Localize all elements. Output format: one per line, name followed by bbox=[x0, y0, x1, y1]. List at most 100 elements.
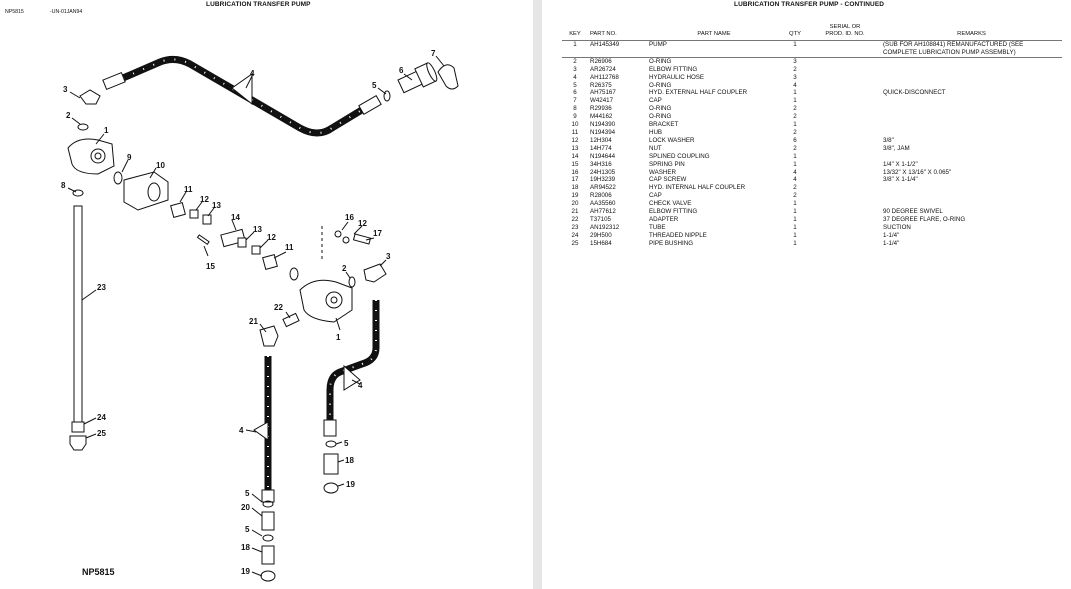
part-number: W42417 bbox=[590, 97, 614, 105]
part-remarks: QUICK-DISCONNECT bbox=[883, 89, 946, 97]
part-qty: 1 bbox=[793, 89, 797, 97]
figure-date-code: -UN-01JAN94 bbox=[50, 9, 83, 15]
part-serial bbox=[809, 56, 881, 66]
hub-11-top bbox=[170, 202, 186, 218]
callout-15: 15 bbox=[206, 262, 215, 271]
part-qty: 3 bbox=[793, 73, 797, 81]
o-ring-2-top bbox=[77, 123, 89, 131]
o-ring-5-right bbox=[325, 440, 337, 448]
part-key: 3 bbox=[573, 65, 577, 73]
part-key: 11 bbox=[571, 128, 579, 136]
part-qty: 6 bbox=[793, 136, 797, 144]
part-remarks bbox=[881, 153, 1062, 161]
part-name: LOCK WASHER bbox=[649, 136, 695, 144]
part-serial bbox=[809, 145, 881, 153]
pump-bracket bbox=[123, 171, 169, 211]
callout-25: 25 bbox=[97, 429, 106, 438]
part-remarks: 90 DEGREE SWIVEL bbox=[883, 208, 943, 216]
part-serial bbox=[809, 192, 881, 200]
part-name: HYD. EXTERNAL HALF COUPLER bbox=[649, 89, 748, 97]
part-qty: 1 bbox=[793, 97, 797, 105]
suction-tube bbox=[73, 205, 83, 423]
part-qty: 4 bbox=[793, 168, 797, 176]
part-remarks: SUCTION bbox=[883, 223, 911, 231]
part-serial bbox=[809, 129, 881, 137]
part-name: O-RING bbox=[649, 105, 672, 113]
parts-list-page: LUBRICATION TRANSFER PUMP - CONTINUED KE… bbox=[542, 0, 1071, 589]
part-key: 17 bbox=[571, 176, 579, 184]
part-remarks bbox=[881, 200, 1062, 208]
part-key: 23 bbox=[571, 223, 579, 231]
o-ring-5-center-a bbox=[262, 500, 274, 508]
o-ring-5-top bbox=[383, 90, 391, 102]
part-key: 1 bbox=[573, 41, 577, 48]
col-qty: QTY bbox=[781, 24, 809, 41]
elbow-fitting-right bbox=[363, 263, 387, 283]
part-key: 21 bbox=[571, 208, 579, 216]
part-name: ELBOW FITTING bbox=[649, 65, 698, 73]
o-ring-9 bbox=[113, 171, 123, 185]
callout-16: 16 bbox=[345, 213, 354, 222]
part-remarks bbox=[881, 129, 1062, 137]
part-serial bbox=[809, 74, 881, 82]
hose-4-triangle-right bbox=[343, 364, 361, 391]
part-serial bbox=[809, 216, 881, 224]
part-qty: 2 bbox=[793, 128, 797, 136]
elbow-fitting-top bbox=[79, 89, 101, 105]
part-number: 15H684 bbox=[590, 239, 612, 247]
callout-3b: 3 bbox=[386, 252, 391, 261]
part-serial bbox=[809, 41, 881, 58]
part-remarks bbox=[881, 121, 1062, 129]
hose-end-right bbox=[323, 419, 337, 437]
cap-19-right bbox=[323, 482, 339, 494]
figure-code: NP5815 bbox=[5, 9, 24, 15]
callout-4c: 4 bbox=[358, 381, 363, 390]
check-valve bbox=[261, 511, 275, 531]
callout-5b: 5 bbox=[344, 439, 349, 448]
part-number: AA35560 bbox=[590, 200, 616, 208]
part-number: 19H3239 bbox=[590, 176, 616, 184]
coupler-18-right bbox=[323, 453, 339, 475]
part-qty: 1 bbox=[793, 41, 797, 48]
col-serial: SERIAL OR PROD. ID. NO. bbox=[809, 24, 881, 41]
part-number: R29936 bbox=[590, 105, 612, 113]
part-qty: 1 bbox=[793, 121, 797, 129]
part-number: AH77612 bbox=[590, 208, 616, 216]
part-remarks: (SUB FOR AH108841) REMANUFACTURED (SEE C… bbox=[883, 41, 1024, 56]
figure-id: NP5815 bbox=[82, 567, 115, 577]
part-name: HYDRAULIC HOSE bbox=[649, 73, 705, 81]
callout-12c: 12 bbox=[358, 219, 367, 228]
part-serial bbox=[809, 121, 881, 129]
part-qty: 2 bbox=[793, 65, 797, 73]
callout-8: 8 bbox=[61, 181, 66, 190]
part-key: 16 bbox=[571, 168, 579, 176]
part-serial bbox=[809, 200, 881, 208]
part-number: R28006 bbox=[590, 192, 612, 200]
part-number: R26375 bbox=[590, 81, 612, 89]
part-number: N194394 bbox=[590, 128, 616, 136]
part-number: AH112768 bbox=[590, 73, 619, 81]
part-number: N194390 bbox=[590, 121, 616, 129]
nut-13-top bbox=[202, 214, 212, 225]
part-serial bbox=[809, 240, 881, 248]
part-name: SPRING PIN bbox=[649, 160, 685, 168]
callout-19: 19 bbox=[346, 480, 355, 489]
part-serial bbox=[809, 66, 881, 74]
callout-18: 18 bbox=[345, 456, 354, 465]
callout-4b: 4 bbox=[239, 426, 244, 435]
part-serial bbox=[809, 232, 881, 240]
hose-4-triangle-center bbox=[253, 421, 269, 441]
